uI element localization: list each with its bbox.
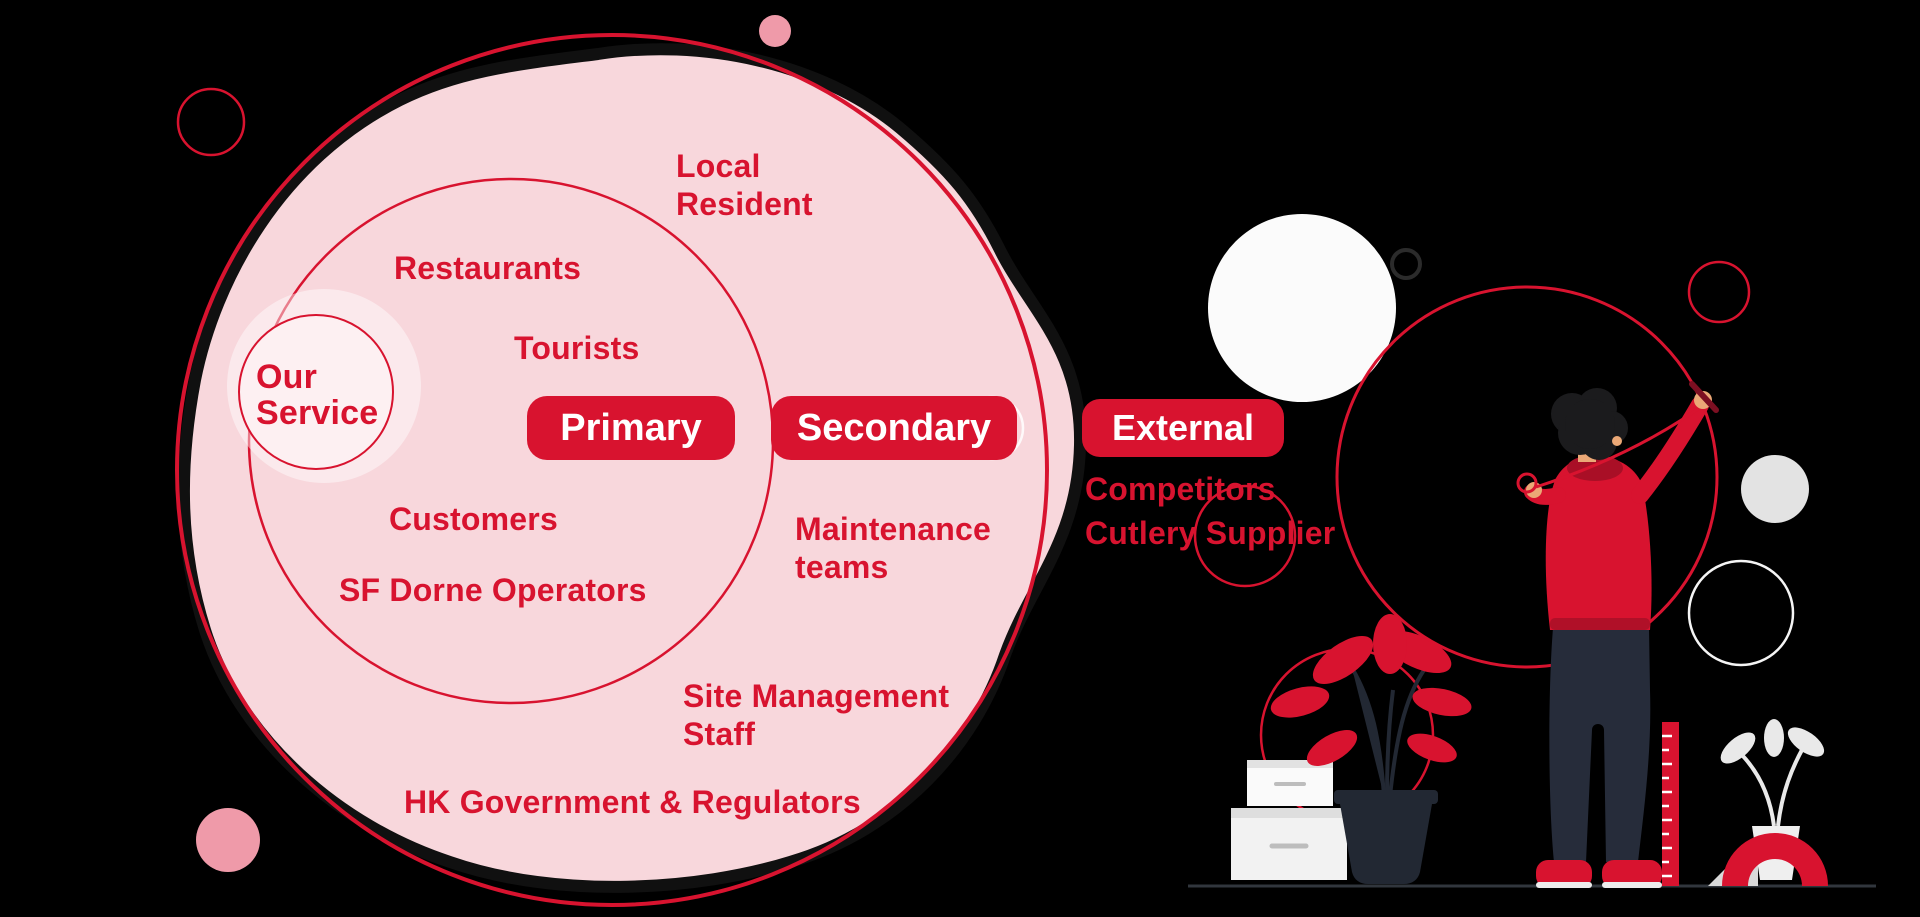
storage-boxes <box>1231 760 1347 880</box>
stakeholder-site-management-staff: Site Management Staff <box>683 678 950 752</box>
stakeholder-sf-dorne-operators: SF Dorne Operators <box>339 572 647 608</box>
our-service-circle <box>227 289 421 483</box>
person-illustration <box>1516 381 1719 888</box>
decor-white-ring-right <box>1687 559 1795 667</box>
decor-ring-top-left <box>176 87 246 157</box>
stakeholder-hk-government-regulators: HK Government & Regulators <box>404 784 861 820</box>
decor-dark-ring <box>1390 248 1422 280</box>
outer-red-circle <box>175 33 1049 907</box>
decor-dot-top <box>759 15 791 47</box>
stakeholder-customers: Customers <box>389 501 558 537</box>
our-service-label: Our Service <box>256 358 379 432</box>
string <box>1535 400 1709 489</box>
decor-ring-cutlery <box>1193 484 1297 588</box>
stakeholder-competitors: Competitors <box>1085 471 1276 507</box>
shoes <box>1536 860 1662 888</box>
stakeholder-maintenance-teams: Maintenance teams <box>795 511 992 585</box>
drawn-red-circle <box>1335 285 1719 669</box>
decor-red-ring-top-right <box>1687 260 1751 324</box>
stakeholder-cutlery-supplier: Cutlery Supplier <box>1085 515 1336 551</box>
red-plant <box>1270 614 1472 884</box>
ruler <box>1662 722 1679 886</box>
decor-dot-bottom-left <box>196 808 260 872</box>
external-ring-badge: External <box>1082 399 1284 457</box>
pencil <box>1689 381 1719 413</box>
illustration-scene <box>1188 214 1876 888</box>
stakeholder-tourists: Tourists <box>514 330 640 366</box>
decor-white-circle-large <box>1208 214 1396 402</box>
stakeholder-local-resident: Local Resident <box>676 148 813 222</box>
secondary-ring-badge: Secondary <box>771 396 1017 460</box>
stakeholder-blob-shape <box>177 43 1087 893</box>
protractor <box>1708 833 1828 886</box>
string-loop <box>1516 472 1538 494</box>
stakeholder-restaurants: Restaurants <box>394 250 582 286</box>
hair <box>1551 388 1628 460</box>
decor-gray-circle-right <box>1741 455 1809 523</box>
primary-ring-badge: Primary <box>527 396 735 460</box>
